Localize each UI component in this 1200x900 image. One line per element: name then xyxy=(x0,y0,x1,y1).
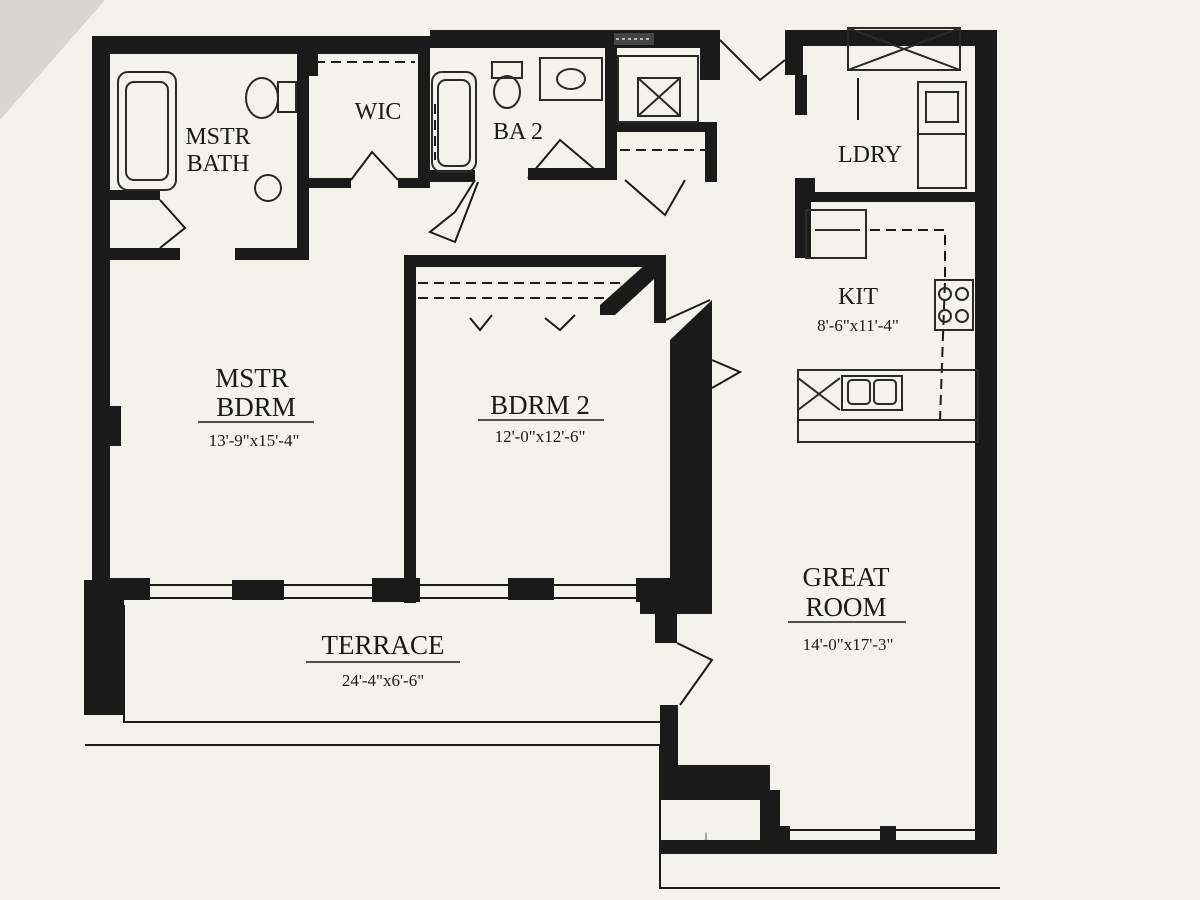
bedroom2-dims: 12'-0"x12'-6" xyxy=(495,427,586,446)
room-labels: MSTR BATH WIC BA 2 LDRY KIT 8'-6"x11'-4"… xyxy=(185,99,906,846)
master-bedroom-label-1: MSTR xyxy=(215,363,289,393)
kitchen-sink xyxy=(841,375,903,411)
laundry-label: LDRY xyxy=(838,142,902,168)
master-bath-label-1: MSTR xyxy=(185,124,250,150)
bath2-toilet xyxy=(493,75,521,109)
windows xyxy=(150,584,975,843)
master-bath-label-2: BATH xyxy=(187,151,250,177)
kitchen-island xyxy=(797,369,979,443)
entry-mat xyxy=(614,33,654,45)
down-arrow-icon: ↓ xyxy=(702,827,711,846)
fixtures xyxy=(117,27,979,443)
great-room-label-1: GREAT xyxy=(803,562,891,592)
terrace-label: TERRACE xyxy=(321,630,444,660)
master-bedroom-dims: 13'-9"x15'-4" xyxy=(209,431,300,450)
terrace-dims: 24'-4"x6'-6" xyxy=(342,671,424,690)
master-bedroom-label-2: BDRM xyxy=(216,392,296,422)
great-room-dims: 14'-0"x17'-3" xyxy=(803,635,894,654)
great-room-label-2: ROOM xyxy=(805,592,886,622)
master-sink xyxy=(254,174,282,202)
terrace-outline xyxy=(85,605,1000,889)
bath2-sink xyxy=(556,68,586,90)
wic-label: WIC xyxy=(355,99,402,125)
exterior-walls xyxy=(84,30,997,854)
range xyxy=(934,279,974,331)
master-bathtub xyxy=(117,71,177,191)
bath2-tub xyxy=(431,71,477,173)
interior-walls xyxy=(110,48,995,854)
doors xyxy=(159,39,859,706)
dryer xyxy=(917,133,967,189)
bedroom2-label: BDRM 2 xyxy=(490,390,590,420)
kitchen-dims: 8'-6"x11'-4" xyxy=(817,316,899,335)
paper-shadow xyxy=(0,0,105,120)
fridge xyxy=(805,209,867,259)
bath2-label: BA 2 xyxy=(493,119,543,145)
kitchen-name: KIT xyxy=(838,284,878,310)
